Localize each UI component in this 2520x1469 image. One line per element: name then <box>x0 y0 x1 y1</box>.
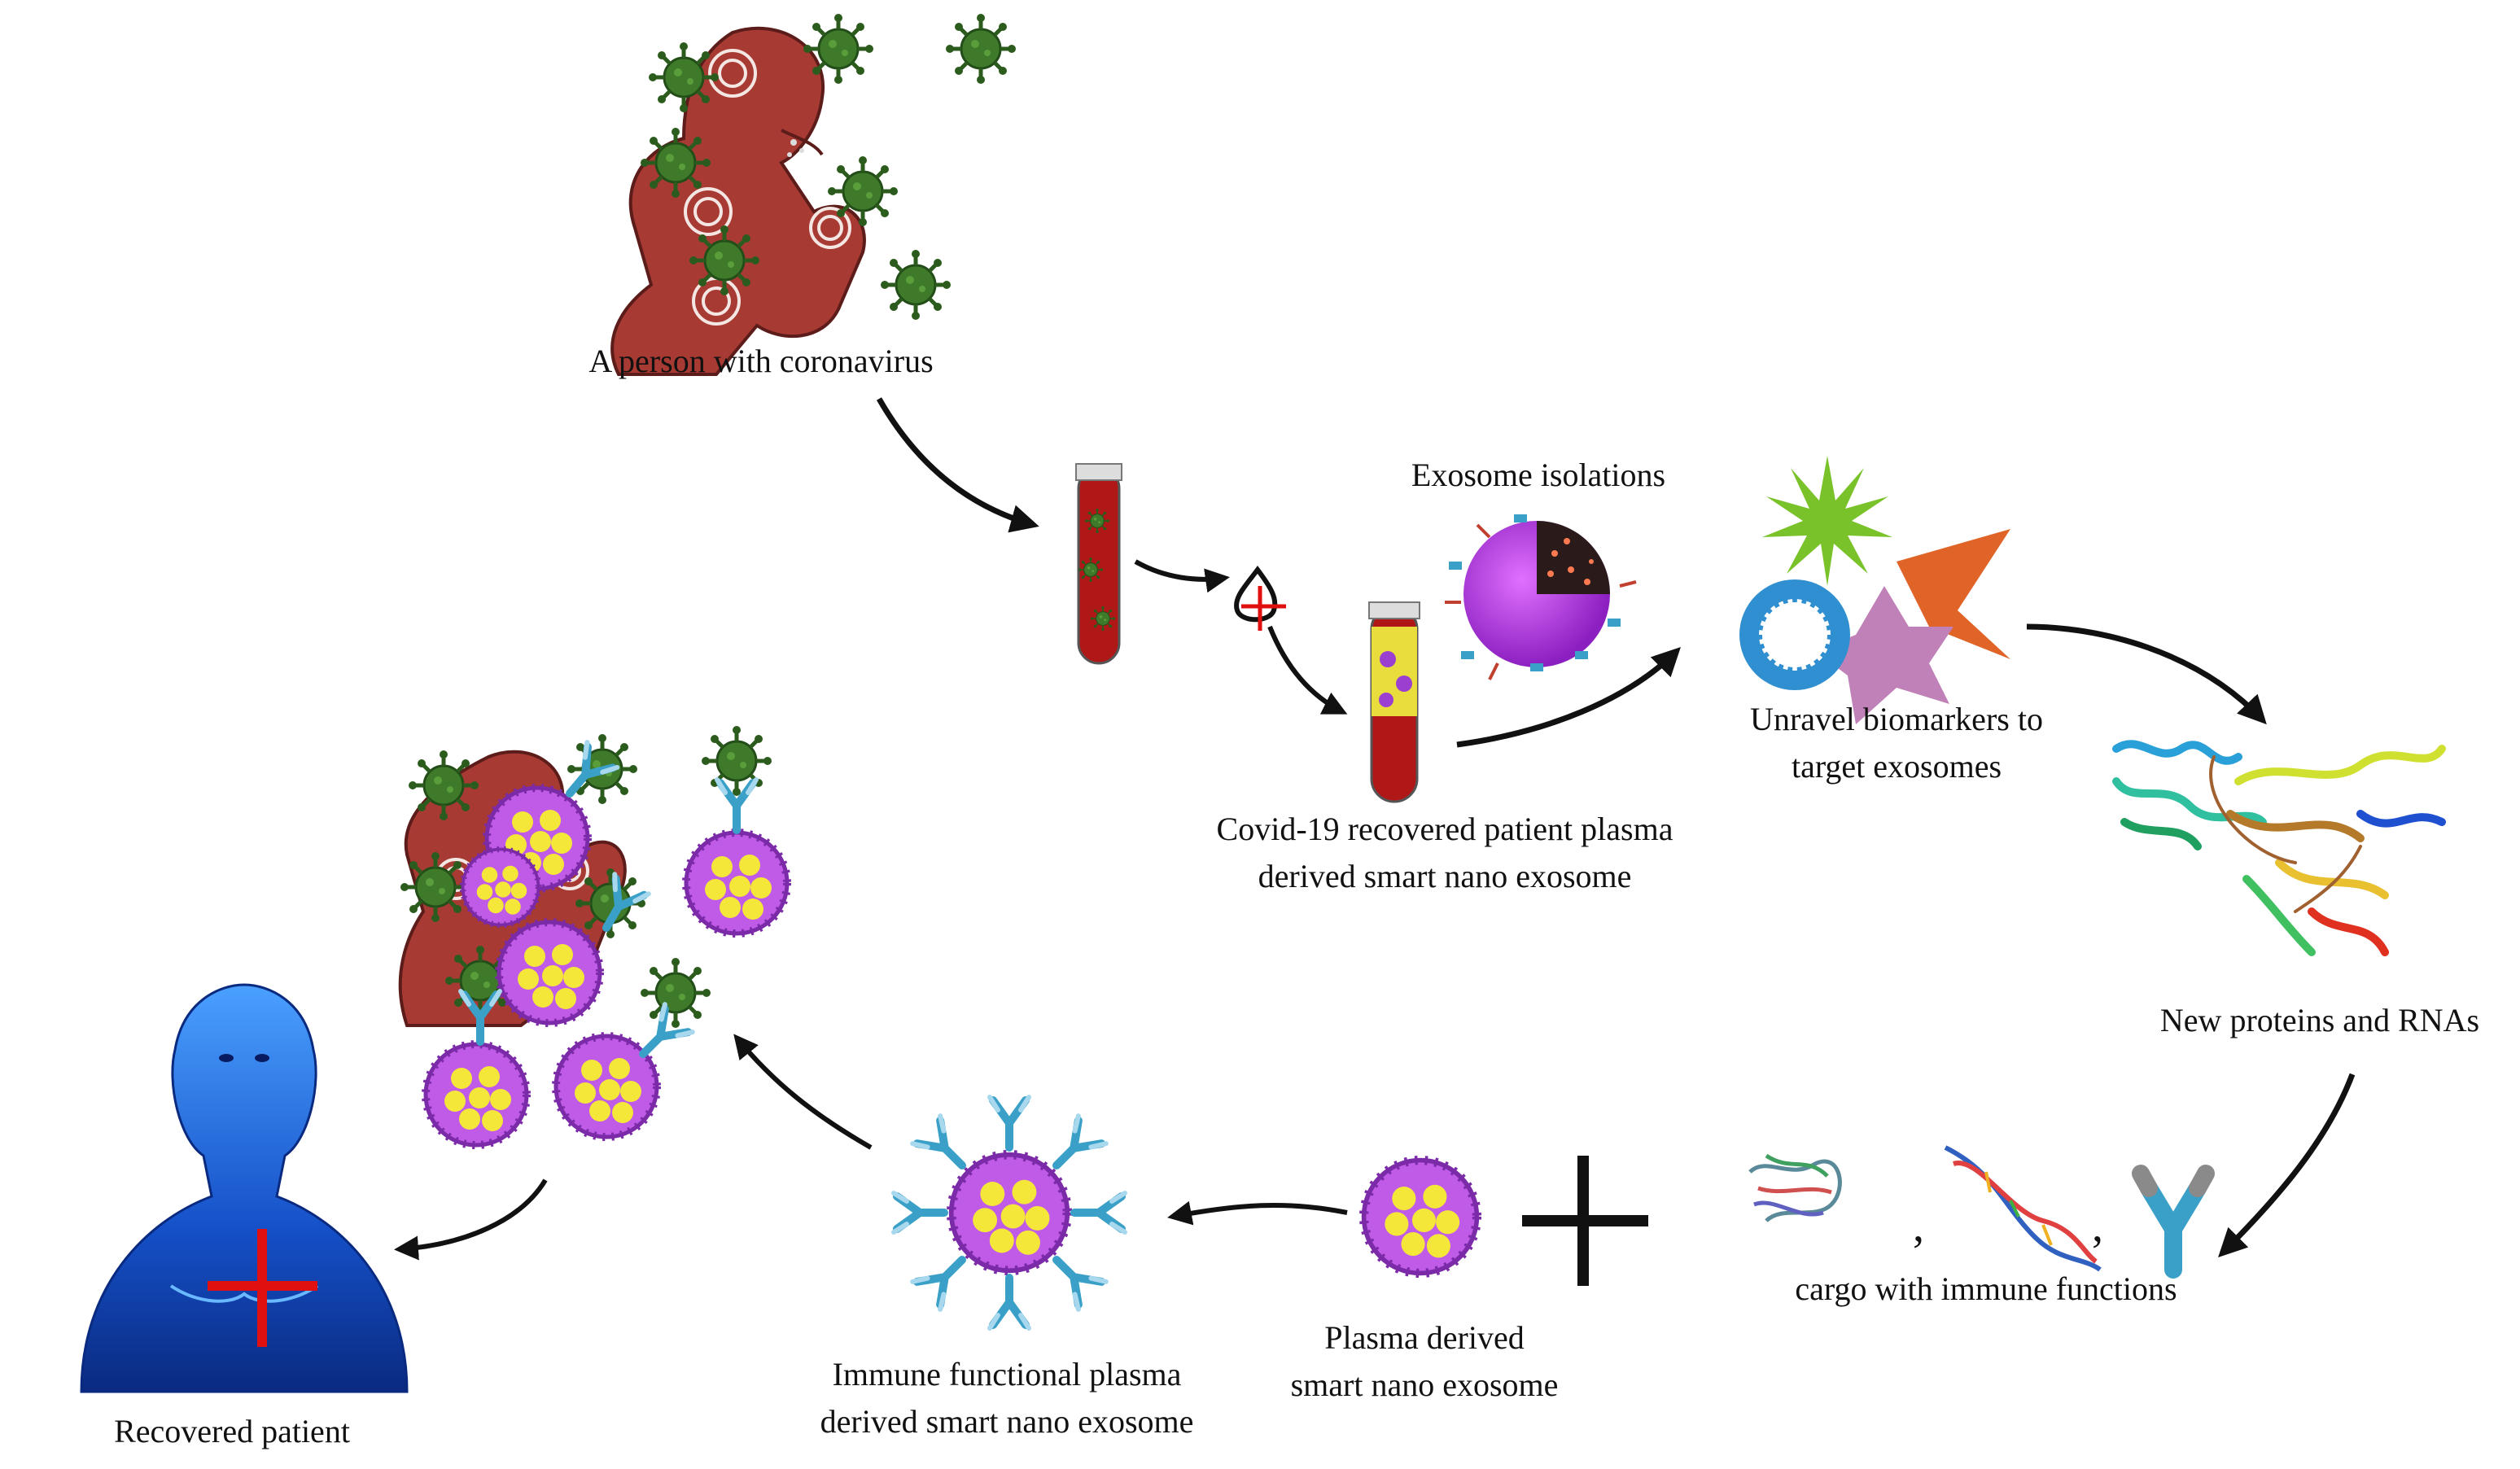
label-recovered-patient: Recovered patient <box>114 1413 350 1449</box>
arrow-treatment-to-recovered <box>394 1178 548 1261</box>
blood-tube <box>1075 463 1122 665</box>
label-covid-exosome-line2: derived smart nano exosome <box>1258 858 1632 894</box>
plasma-exosome-icon <box>1364 1161 1477 1274</box>
arrow-drop-to-plasma <box>1267 625 1348 715</box>
label-plasma-exosome-line1: Plasma derived <box>1324 1319 1525 1356</box>
arrow-proteins-to-cargo <box>2218 1073 2356 1257</box>
isolated-exosome-icon <box>1445 514 1637 680</box>
plus-sign <box>1522 1156 1648 1286</box>
infected-person-illustration <box>610 14 1016 376</box>
label-person-with-coronavirus: A person with coronavirus <box>588 343 934 379</box>
label-plasma-exosome-line2: smart nano exosome <box>1290 1366 1559 1403</box>
label-biomarkers-line2: target exosomes <box>1791 748 2002 785</box>
recovered-patient-illustration <box>80 983 409 1393</box>
label-immune-exosome-line2: derived smart nano exosome <box>820 1403 1194 1440</box>
comma-separator-2: , <box>2092 1201 2103 1252</box>
label-covid-exosome-line1: Covid-19 recovered patient plasma <box>1216 811 1673 847</box>
label-new-proteins-rnas: New proteins and RNAs <box>2159 1002 2480 1038</box>
arrow-person-to-blood <box>876 397 1039 533</box>
label-cargo-immune-functions: cargo with immune functions <box>1795 1270 2177 1307</box>
plasma-exosome-tube <box>1368 601 1420 803</box>
arrow-biomarkers-to-proteins <box>2026 623 2267 725</box>
treated-person-illustration <box>400 726 787 1145</box>
biomarker-shapes <box>1739 456 2010 724</box>
arrow-plasma-to-immune <box>1167 1200 1348 1226</box>
protein-rna-structure <box>2112 740 2446 956</box>
cargo-icons <box>1748 1145 2215 1279</box>
arrow-immune-to-treatment <box>733 1034 873 1150</box>
label-biomarkers-line1: Unravel biomarkers to <box>1750 701 2043 737</box>
arrow-blood-to-drop <box>1134 559 1230 593</box>
label-exosome-isolations: Exosome isolations <box>1411 457 1666 493</box>
label-immune-exosome-line1: Immune functional plasma <box>832 1356 1182 1392</box>
immune-exosome-icon <box>894 1097 1125 1328</box>
plasma-drop-icon <box>1234 566 1286 631</box>
arrow-plasma-to-biomarkers <box>1456 647 1681 748</box>
comma-separator-1: , <box>1913 1201 1924 1252</box>
